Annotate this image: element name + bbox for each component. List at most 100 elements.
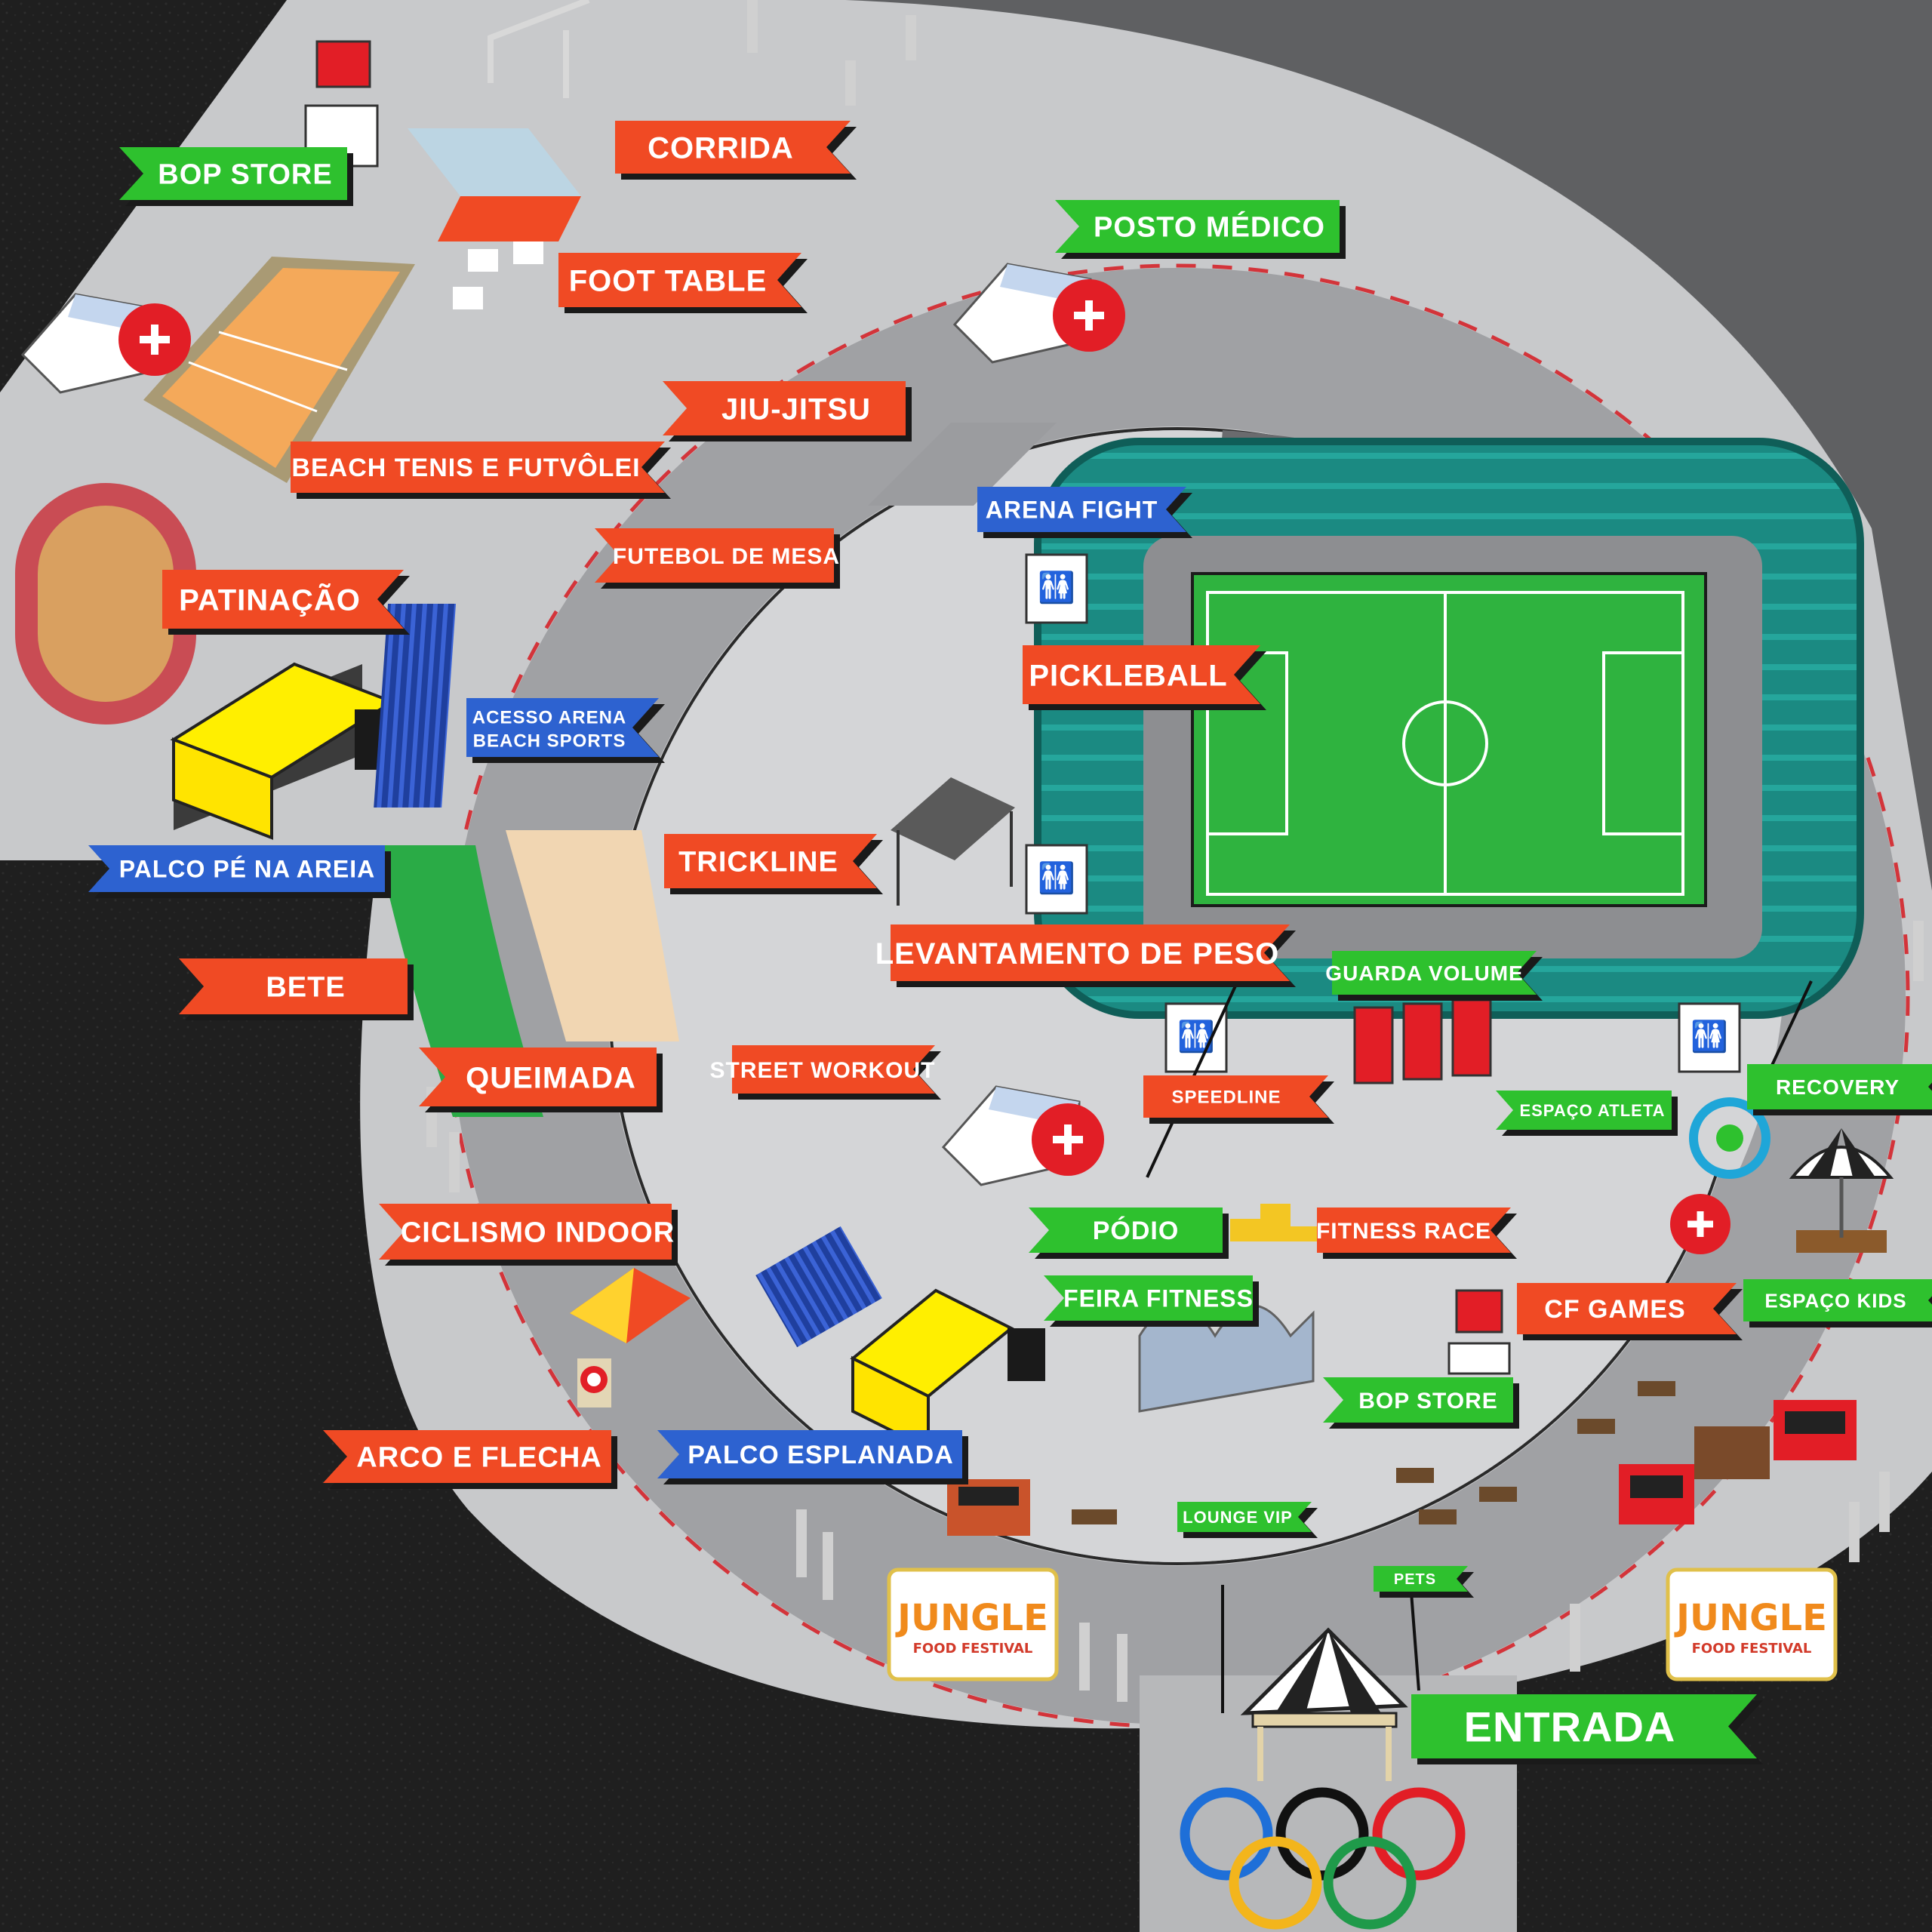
label-text: BETE xyxy=(266,972,345,1004)
label-text: ARENA FIGHT xyxy=(986,497,1158,524)
stage-esplanada xyxy=(850,1288,1045,1452)
olympic-rings xyxy=(1180,1787,1466,1930)
label-ribbon xyxy=(1332,951,1537,995)
restroom-icon: 🚻 xyxy=(1678,1002,1741,1073)
label-text: LEVANTAMENTO DE PESO xyxy=(875,937,1280,971)
label-pets: PETS xyxy=(1374,1566,1474,1598)
food-truck-icon xyxy=(1774,1400,1857,1460)
label-ribbon xyxy=(379,1204,672,1260)
label-text: PETS xyxy=(1394,1571,1436,1588)
label-ribbon xyxy=(179,958,408,1014)
label-text: JIU-JITSU xyxy=(721,392,871,426)
label-text: CICLISMO INDOOR xyxy=(401,1217,675,1249)
label-ribbon xyxy=(1044,1275,1253,1321)
label-ribbon xyxy=(1374,1566,1468,1592)
svg-text:FOOD FESTIVAL: FOOD FESTIVAL xyxy=(913,1641,1033,1657)
label-ciclismo-indoor: CICLISMO INDOOR xyxy=(379,1204,678,1266)
foot-table-area xyxy=(408,128,581,309)
label-guarda-volume: GUARDA VOLUME xyxy=(1325,951,1543,1001)
label-ribbon xyxy=(1323,1377,1513,1423)
label-text: BEACH TENIS E FUTVÔLEI xyxy=(291,453,640,482)
bleachers-esplanada xyxy=(755,1226,882,1348)
label-ribbon xyxy=(88,845,385,892)
label-text: PICKLEBALL xyxy=(1029,659,1227,692)
svg-text:FOOD FESTIVAL: FOOD FESTIVAL xyxy=(1692,1641,1812,1657)
label-ribbon xyxy=(466,698,659,757)
label-arco-e-flecha: ARCO E FLECHA xyxy=(323,1430,617,1489)
label-fitness-race: FITNESS RACE xyxy=(1316,1208,1517,1259)
label-text: PALCO ESPLANADA xyxy=(688,1441,954,1469)
label-futebol-de-mesa: FUTEBOL DE MESA xyxy=(595,528,840,589)
label-ribbon xyxy=(1747,1064,1932,1109)
label-text: RECOVERY xyxy=(1776,1075,1900,1099)
label-text: ARCO E FLECHA xyxy=(356,1442,601,1474)
medical-cross-icon xyxy=(118,303,191,376)
label-text: ESPAÇO ATLETA xyxy=(1519,1101,1665,1120)
food-truck-icon xyxy=(947,1479,1030,1536)
label-text: PÓDIO xyxy=(1093,1217,1180,1245)
label-ribbon xyxy=(1317,1208,1511,1253)
label-ribbon xyxy=(657,1430,962,1478)
stadium xyxy=(1034,438,1864,1019)
label-ribbon xyxy=(323,1430,611,1483)
label-pickleball: PICKLEBALL xyxy=(1023,645,1266,710)
svg-text:🚻: 🚻 xyxy=(1177,1019,1215,1054)
label-beach-tenis: BEACH TENIS E FUTVÔLEI xyxy=(291,441,671,499)
label-ribbon xyxy=(162,570,404,629)
label-text: PALCO PÉ NA AREIA xyxy=(119,856,375,883)
label-text: STREET WORKOUT xyxy=(710,1058,936,1083)
label-feira-fitness: FEIRA FITNESS xyxy=(1044,1275,1259,1327)
label-entrada: ENTRADA xyxy=(1411,1694,1763,1764)
svg-text:🚻: 🚻 xyxy=(1690,1019,1728,1054)
label-lounge-vip: LOUNGE VIP xyxy=(1177,1502,1318,1538)
label-levantamento: LEVANTAMENTO DE PESO xyxy=(875,924,1296,987)
label-recovery: RECOVERY xyxy=(1747,1064,1932,1115)
label-ribbon xyxy=(1029,1208,1223,1253)
bop-store-icon xyxy=(1447,1289,1511,1375)
bollards xyxy=(426,0,1924,1702)
beach-tennis-courts xyxy=(143,257,415,483)
label-ribbon xyxy=(1177,1502,1312,1532)
label-ribbon xyxy=(1743,1279,1932,1321)
label-text: FEIRA FITNESS xyxy=(1063,1285,1254,1312)
label-trickline: TRICKLINE xyxy=(664,834,883,894)
label-ribbon xyxy=(119,147,347,200)
label-ribbon xyxy=(664,834,877,888)
label-espaco-atleta: ESPAÇO ATLETA xyxy=(1496,1091,1678,1136)
label-espaco-kids: ESPAÇO KIDS xyxy=(1743,1279,1932,1327)
label-ribbon xyxy=(1023,645,1260,704)
queimada-sand-court xyxy=(506,830,679,1041)
skating-track xyxy=(15,483,196,724)
label-speedline: SPEEDLINE xyxy=(1143,1075,1334,1124)
restroom-icon: 🚻 xyxy=(1025,553,1088,624)
label-arena-fight: ARENA FIGHT xyxy=(977,487,1192,538)
running-gantry xyxy=(488,0,590,98)
jiu-jitsu-mat xyxy=(868,423,1057,506)
recovery-cycle-icon xyxy=(1689,1097,1770,1179)
label-ribbon xyxy=(663,381,906,435)
jungle-food-festival-logo: JUNGLE FOOD FESTIVAL xyxy=(1666,1567,1838,1681)
svg-text:JUNGLE: JUNGLE xyxy=(895,1597,1048,1639)
weightlifting-tent xyxy=(891,777,1015,906)
label-jiu-jitsu: JIU-JITSU xyxy=(663,381,912,441)
label-ribbon xyxy=(1055,200,1340,253)
label-text: SPEEDLINE xyxy=(1171,1088,1281,1108)
label-ribbon xyxy=(1411,1694,1757,1758)
label-ribbon xyxy=(615,121,851,174)
medical-cross-icon xyxy=(1032,1103,1104,1176)
label-palco-esplanada: PALCO ESPLANADA xyxy=(657,1430,968,1484)
food-truck-icon xyxy=(1694,1426,1770,1479)
label-bop-store-top: BOP STORE xyxy=(119,147,353,206)
cafe-tables xyxy=(1072,1381,1675,1524)
label-text: ESPAÇO KIDS xyxy=(1764,1289,1906,1312)
label-ribbon xyxy=(595,528,834,583)
label-text: ENTRADA xyxy=(1464,1703,1676,1751)
label-ribbon xyxy=(1143,1075,1328,1118)
label-street-workout: STREET WORKOUT xyxy=(710,1045,941,1100)
label-queimada: QUEIMADA xyxy=(419,1048,663,1112)
carousel-icon xyxy=(1789,1128,1894,1253)
medical-cross-icon xyxy=(1670,1194,1730,1254)
